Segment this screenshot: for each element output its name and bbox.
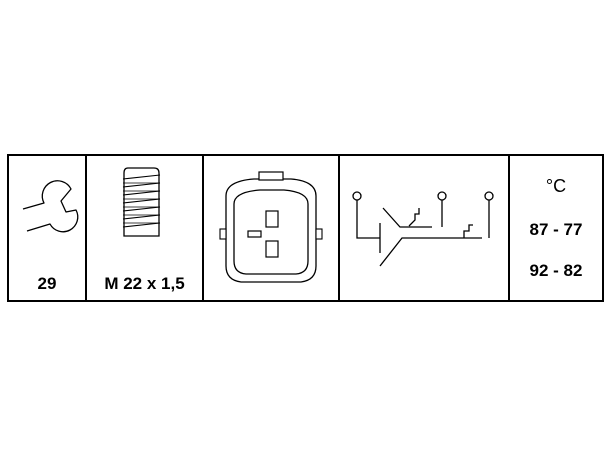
circuit-cell [340,156,510,300]
connector-cell [204,156,340,300]
temperature-unit: °C [545,176,567,196]
wrench-size-cell: 29 [9,156,87,300]
connector-plug-icon [219,171,323,283]
temperature-range-2: 92 - 82 [529,261,583,280]
spec-strip: 29 M 22 x 1,5 [7,154,604,302]
wrench-size-label: 29 [37,274,57,293]
thread-cell: M 22 x 1,5 [87,156,204,300]
thread-label: M 22 x 1,5 [104,274,185,293]
switch-circuit-icon [352,191,494,267]
temperature-cell: °C 87 - 77 92 - 82 [510,156,602,300]
thread-bolt-icon [122,167,161,237]
wrench-icon [22,180,79,233]
temperature-range-1: 87 - 77 [529,220,583,239]
